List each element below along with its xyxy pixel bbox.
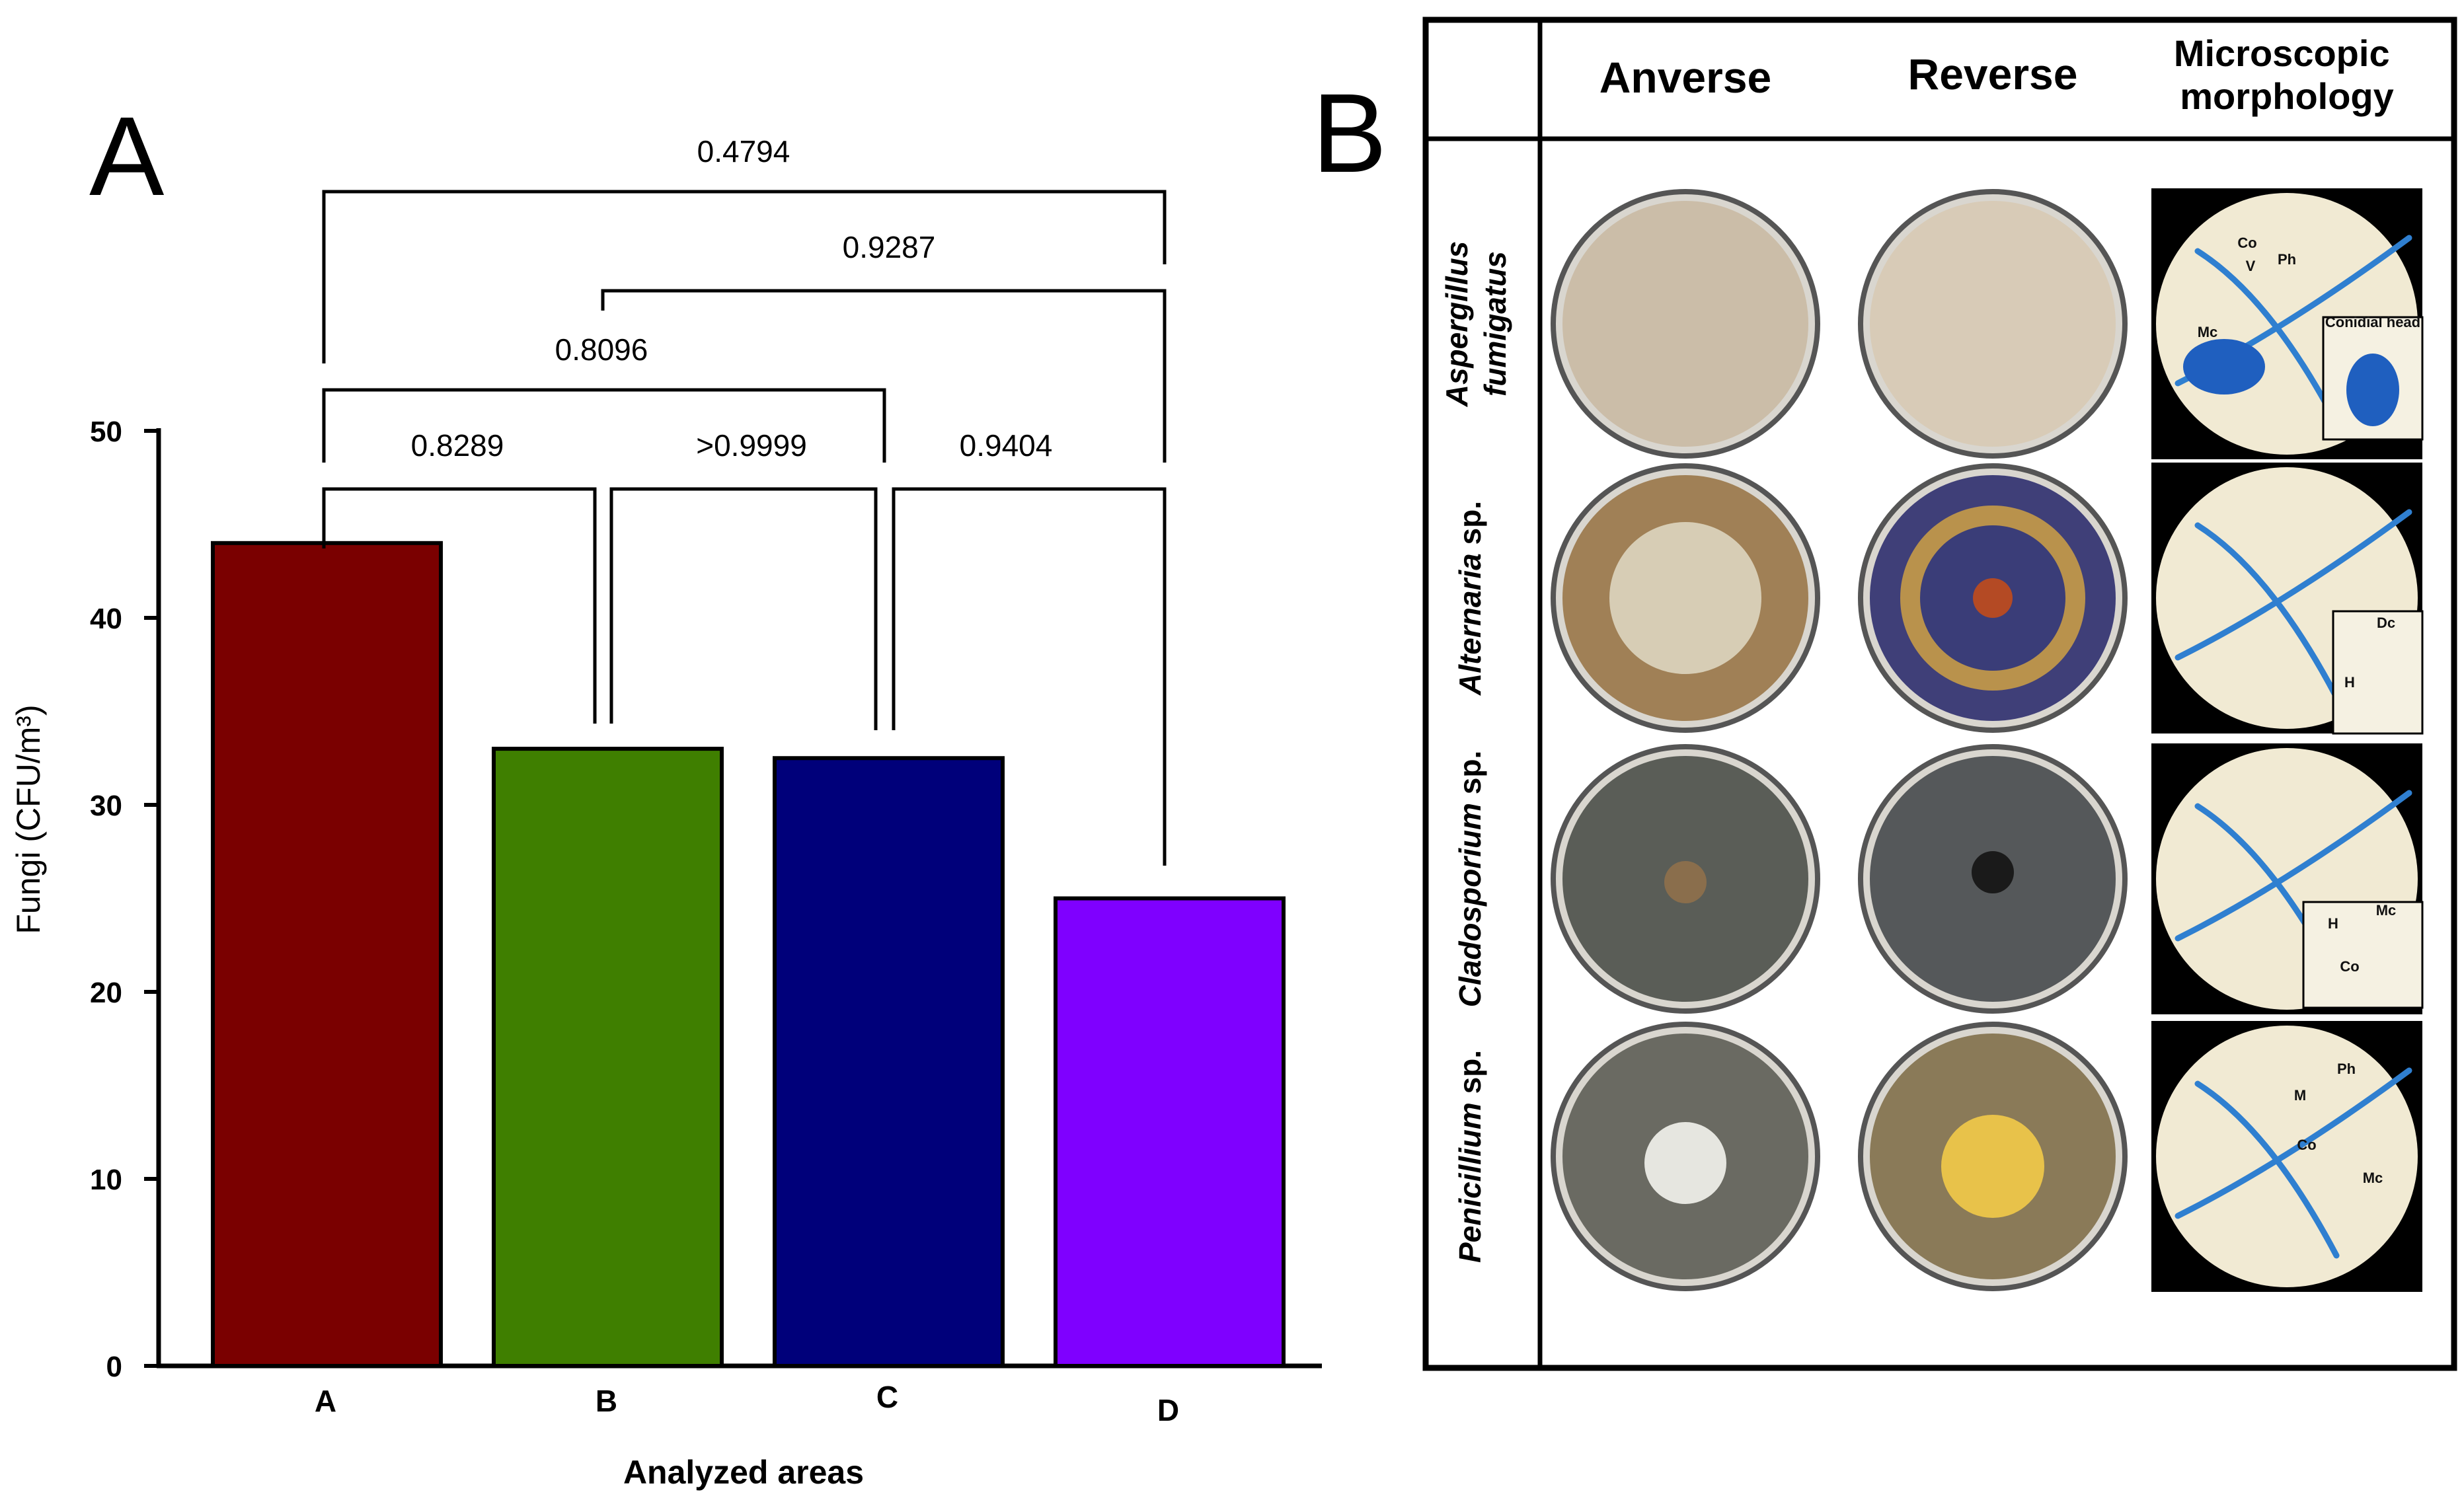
y-tick-label: 40 — [90, 603, 122, 635]
reverse-center — [1973, 578, 2013, 618]
bracket-c-d-pvalue: 0.9404 — [960, 428, 1053, 463]
comparison-brackets: 0.8289 >0.9999 0.9404 0.8096 0.9287 0.4794 — [322, 134, 1167, 866]
x-tick-label: B — [596, 1384, 617, 1418]
hypha — [2194, 1080, 2340, 1259]
hypha — [2175, 509, 2412, 661]
column-header-microscopic-line2: morphology — [2180, 75, 2394, 117]
microscopy-annotation: Dc — [2377, 615, 2395, 631]
bracket-b-d — [601, 289, 1167, 463]
column-header-microscopic-line1: Microscopic — [2174, 32, 2390, 74]
row-label-genus: Aspergillus — [1440, 241, 1474, 408]
bar-b — [492, 747, 724, 1368]
microscopy-annotation: Conidial head — [2325, 314, 2420, 330]
row-label-genus: Cladosporium — [1453, 794, 1487, 1007]
y-axis-title: Fungi (CFU/m³) — [10, 704, 47, 934]
y-ticks: 0 10 20 30 40 50 — [90, 416, 159, 1383]
microscopy-annotation: M — [2294, 1087, 2306, 1104]
y-tick-label: 20 — [90, 977, 122, 1009]
panel-b-letter: B — [1312, 71, 1387, 196]
inset-box — [2302, 901, 2424, 1009]
bar-d — [1054, 896, 1286, 1368]
bracket-c-d — [892, 487, 1167, 866]
column-header-reverse: Reverse — [1908, 50, 2078, 98]
table-border — [1422, 17, 2457, 1371]
x-tick-label: A — [315, 1384, 336, 1418]
table-row-alternaria: Alternaria sp. DcH — [1453, 463, 2424, 735]
fungi-image-table: Anverse Reverse Microscopic morphology A… — [1422, 17, 2457, 1371]
bars — [211, 541, 1286, 1368]
microscopy-annotation: Mc — [2198, 324, 2218, 340]
bracket-a-b — [322, 487, 597, 724]
row-label-species: sp. — [1453, 501, 1487, 545]
x-tick-label: C — [876, 1380, 898, 1414]
y-tick-label: 0 — [106, 1351, 122, 1383]
reverse-center — [1941, 1115, 2044, 1218]
microscopy-annotation: V — [2246, 258, 2256, 274]
column-header-anverse: Anverse — [1599, 53, 1772, 102]
bracket-a-b-pvalue: 0.8289 — [411, 428, 504, 463]
colony-center — [1609, 522, 1761, 674]
anverse-plate-image — [1562, 201, 1808, 447]
panel-a-letter: A — [89, 94, 165, 219]
hypha — [2194, 522, 2340, 700]
row-label-species: sp. — [1453, 1050, 1487, 1094]
reverse-plate-image — [1870, 201, 2116, 447]
bracket-a-c-pvalue: 0.8096 — [555, 332, 648, 367]
hyphae-strokes — [2175, 1067, 2412, 1259]
reverse-center — [1972, 851, 2014, 893]
conidial-head-blob — [2183, 339, 2265, 395]
row-label: Alternaria sp. — [1453, 501, 1487, 696]
bracket-b-d-pvalue: 0.9287 — [843, 230, 936, 264]
hypha — [2175, 1067, 2412, 1219]
row-label-species: fumigatus — [1478, 251, 1512, 396]
microscopy-annotation: Mc — [2363, 1170, 2383, 1186]
microscopy-annotation: Co — [2340, 958, 2359, 975]
bar-chart: 0 10 20 30 40 50 A B C D 0.8289 >0.9999 0.9404 0.80… — [10, 134, 1322, 1491]
bracket-a-d-pvalue: 0.4794 — [697, 134, 790, 169]
hypha — [2194, 248, 2340, 426]
column-header-microscopic: Microscopic morphology — [2174, 32, 2400, 117]
bracket-b-c — [609, 487, 878, 730]
microscopy-annotation: H — [2344, 674, 2355, 691]
colony-center — [1664, 861, 1707, 903]
row-label-genus: Alternaria — [1453, 545, 1487, 696]
bracket-a-c — [322, 388, 886, 463]
x-ticks: A B C D — [315, 1380, 1179, 1427]
y-tick-label: 30 — [90, 790, 122, 822]
microscopy-annotation: Mc — [2376, 902, 2397, 919]
microscopy-annotation: Co — [2297, 1137, 2316, 1153]
y-tick-label: 50 — [90, 416, 122, 448]
bracket-a-d — [322, 190, 1167, 363]
conidial-head-inset — [2346, 354, 2399, 426]
microscopy-annotation: Ph — [2337, 1061, 2356, 1077]
row-label: Cladosporium sp. — [1453, 751, 1487, 1008]
bracket-b-c-pvalue: >0.9999 — [696, 428, 807, 463]
colony-center — [1644, 1122, 1726, 1204]
row-label: Penicillium sp. — [1453, 1050, 1487, 1263]
microscopy-annotation: H — [2328, 915, 2338, 932]
hypha — [2175, 790, 2412, 942]
row-label-genus: Penicillium — [1453, 1094, 1487, 1263]
microscopy-annotation: Ph — [2278, 251, 2296, 268]
x-tick-label: D — [1157, 1393, 1179, 1427]
microscopy-annotation: Co — [2237, 235, 2256, 251]
row-label-species: sp. — [1453, 751, 1487, 794]
bar-a — [211, 541, 443, 1368]
bar-c — [773, 756, 1005, 1368]
x-axis-title: Analyzed areas — [623, 1454, 864, 1491]
y-tick-label: 10 — [90, 1164, 122, 1196]
hyphae-strokes — [2175, 509, 2412, 700]
inset-box — [2332, 610, 2424, 735]
